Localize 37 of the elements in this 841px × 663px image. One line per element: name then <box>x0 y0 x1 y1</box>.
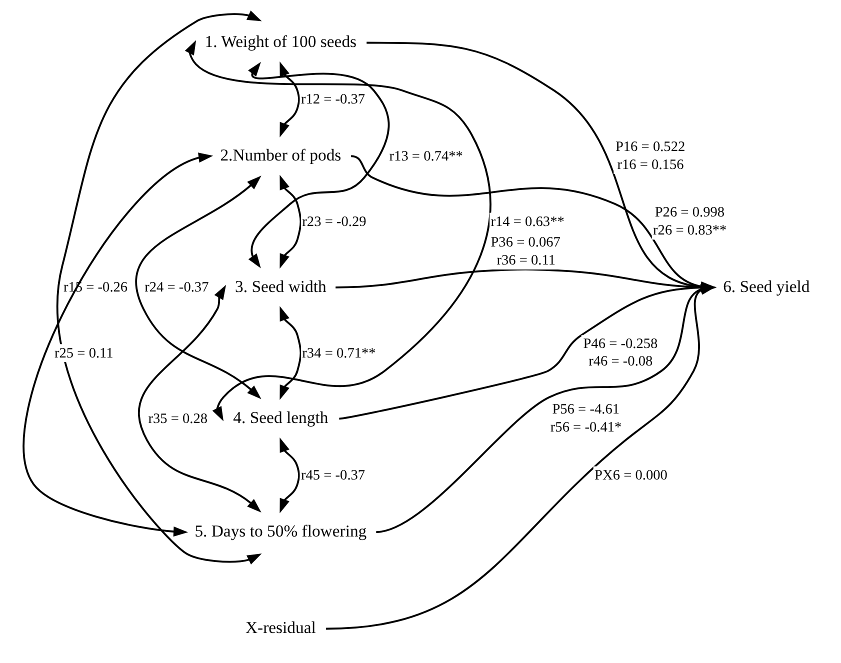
node-text: 2.Number of pods <box>220 145 341 164</box>
arrow <box>22 152 213 536</box>
arrow <box>279 306 302 400</box>
node-text: 3. Seed width <box>234 276 326 296</box>
arrow <box>279 61 300 137</box>
node-text: 4. Seed length <box>232 408 328 427</box>
node-text: 1. Weight of 100 seeds <box>204 32 356 51</box>
edge-label: r56 = -0.41* <box>550 418 622 435</box>
arrow <box>56 10 262 564</box>
edge-label: P56 = -4.61 <box>552 400 620 417</box>
edge-label: P26 = 0.998 <box>654 204 724 220</box>
edge-label: r26 = 0.83** <box>652 222 726 238</box>
arrow <box>184 40 491 421</box>
edge-label: r12 = -0.37 <box>300 91 365 108</box>
edge-label: r34 = 0.71** <box>302 344 376 361</box>
arrow <box>138 284 261 512</box>
node-text: 5. Days to 50% flowering <box>194 520 366 540</box>
edge-label: r46 = -0.08 <box>588 353 652 370</box>
edge-label: r16 = 0.156 <box>616 156 684 172</box>
node-text: 6. Seed yield <box>722 276 810 296</box>
edge-label: r24 = -0.37 <box>144 279 208 296</box>
edge-label: P46 = -0.258 <box>582 335 658 352</box>
edge-label: r23 = -0.29 <box>302 214 366 230</box>
edge-label: P16 = 0.522 <box>614 138 685 154</box>
arrow <box>134 175 261 399</box>
edge-label: r36 = 0.11 <box>496 252 556 268</box>
edge-label: r14 = 0.63** <box>490 214 564 230</box>
edge-label: PX6 = 0.000 <box>594 467 667 484</box>
edge-label: P36 = 0.067 <box>490 234 560 250</box>
node-text: X-residual <box>244 618 316 637</box>
edge-label: r13 = 0.74** <box>388 148 462 164</box>
arrow <box>279 436 300 513</box>
edge-label: r45 = -0.37 <box>300 467 365 484</box>
edge-label: r35 = 0.28 <box>148 410 208 426</box>
arrow <box>248 61 390 268</box>
edge-label: r25 = 0.11 <box>54 344 113 361</box>
arrow <box>279 174 302 268</box>
